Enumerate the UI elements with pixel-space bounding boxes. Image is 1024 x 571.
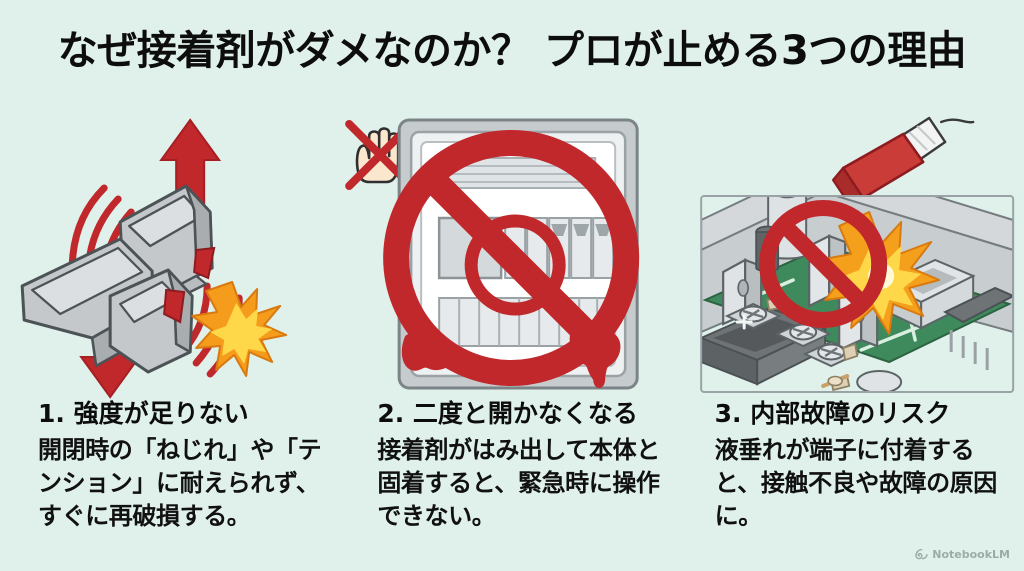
circuit-board-illustration xyxy=(699,116,1014,393)
illustration-panel-2 xyxy=(341,100,682,400)
prohibition-sign-small xyxy=(464,214,566,316)
illustration-panel-1 xyxy=(0,100,341,400)
caption-block-1: 1. 強度が足りない 開閉時の「ねじれ」や「テンション」に耐えられず、すぐに再破… xyxy=(0,398,347,534)
caption-heading-1: 1. 強度が足りない xyxy=(38,399,249,428)
glue-tube-icon xyxy=(831,116,975,206)
prohibition-sign-board xyxy=(758,200,887,328)
caption-body-3: 液垂れが端子に付着すると、接触不良や故障の原因に。 xyxy=(714,436,998,531)
break-spark-burst xyxy=(191,281,288,377)
caption-row: 1. 強度が足りない 開閉時の「ねじれ」や「テンション」に耐えられず、すぐに再破… xyxy=(0,398,1024,534)
caption-body-2: 接着剤がはみ出して本体と固着すると、緊急時に操作できない。 xyxy=(377,436,660,531)
clip-lower-half xyxy=(20,237,194,374)
page-title: なぜ接着剤がダメなのか？ プロが止める3つの理由 xyxy=(57,28,967,74)
breaker-panel-illustration xyxy=(345,118,640,390)
board-frame xyxy=(699,195,1014,393)
illustration-panel-3 xyxy=(683,100,1024,400)
tension-arrow-up xyxy=(159,118,222,211)
notebooklm-icon xyxy=(915,548,928,560)
caption-heading-2: 2. 二度と開かなくなる xyxy=(377,399,638,428)
polarity-plus-marker xyxy=(735,314,753,330)
round-component xyxy=(855,370,902,392)
caption-body-1: 開閉時の「ねじれ」や「テンション」に耐えられず、すぐに再破損する。 xyxy=(38,436,322,531)
caption-block-2: 2. 二度と開かなくなる 接着剤がはみ出して本体と固着すると、緊急時に操作できな… xyxy=(347,398,686,534)
illustration-row xyxy=(0,100,1024,400)
notebooklm-watermark: NotebookLM xyxy=(915,548,1010,561)
diode xyxy=(820,374,849,388)
caption-block-3: 3. 内部故障のリスク 液垂れが端子に付着すると、接触不良や故障の原因に。 xyxy=(687,398,1024,534)
broken-clip-illustration xyxy=(20,118,288,399)
caption-heading-3: 3. 内部故障のリスク xyxy=(714,399,951,428)
watermark-label: NotebookLM xyxy=(932,548,1010,561)
